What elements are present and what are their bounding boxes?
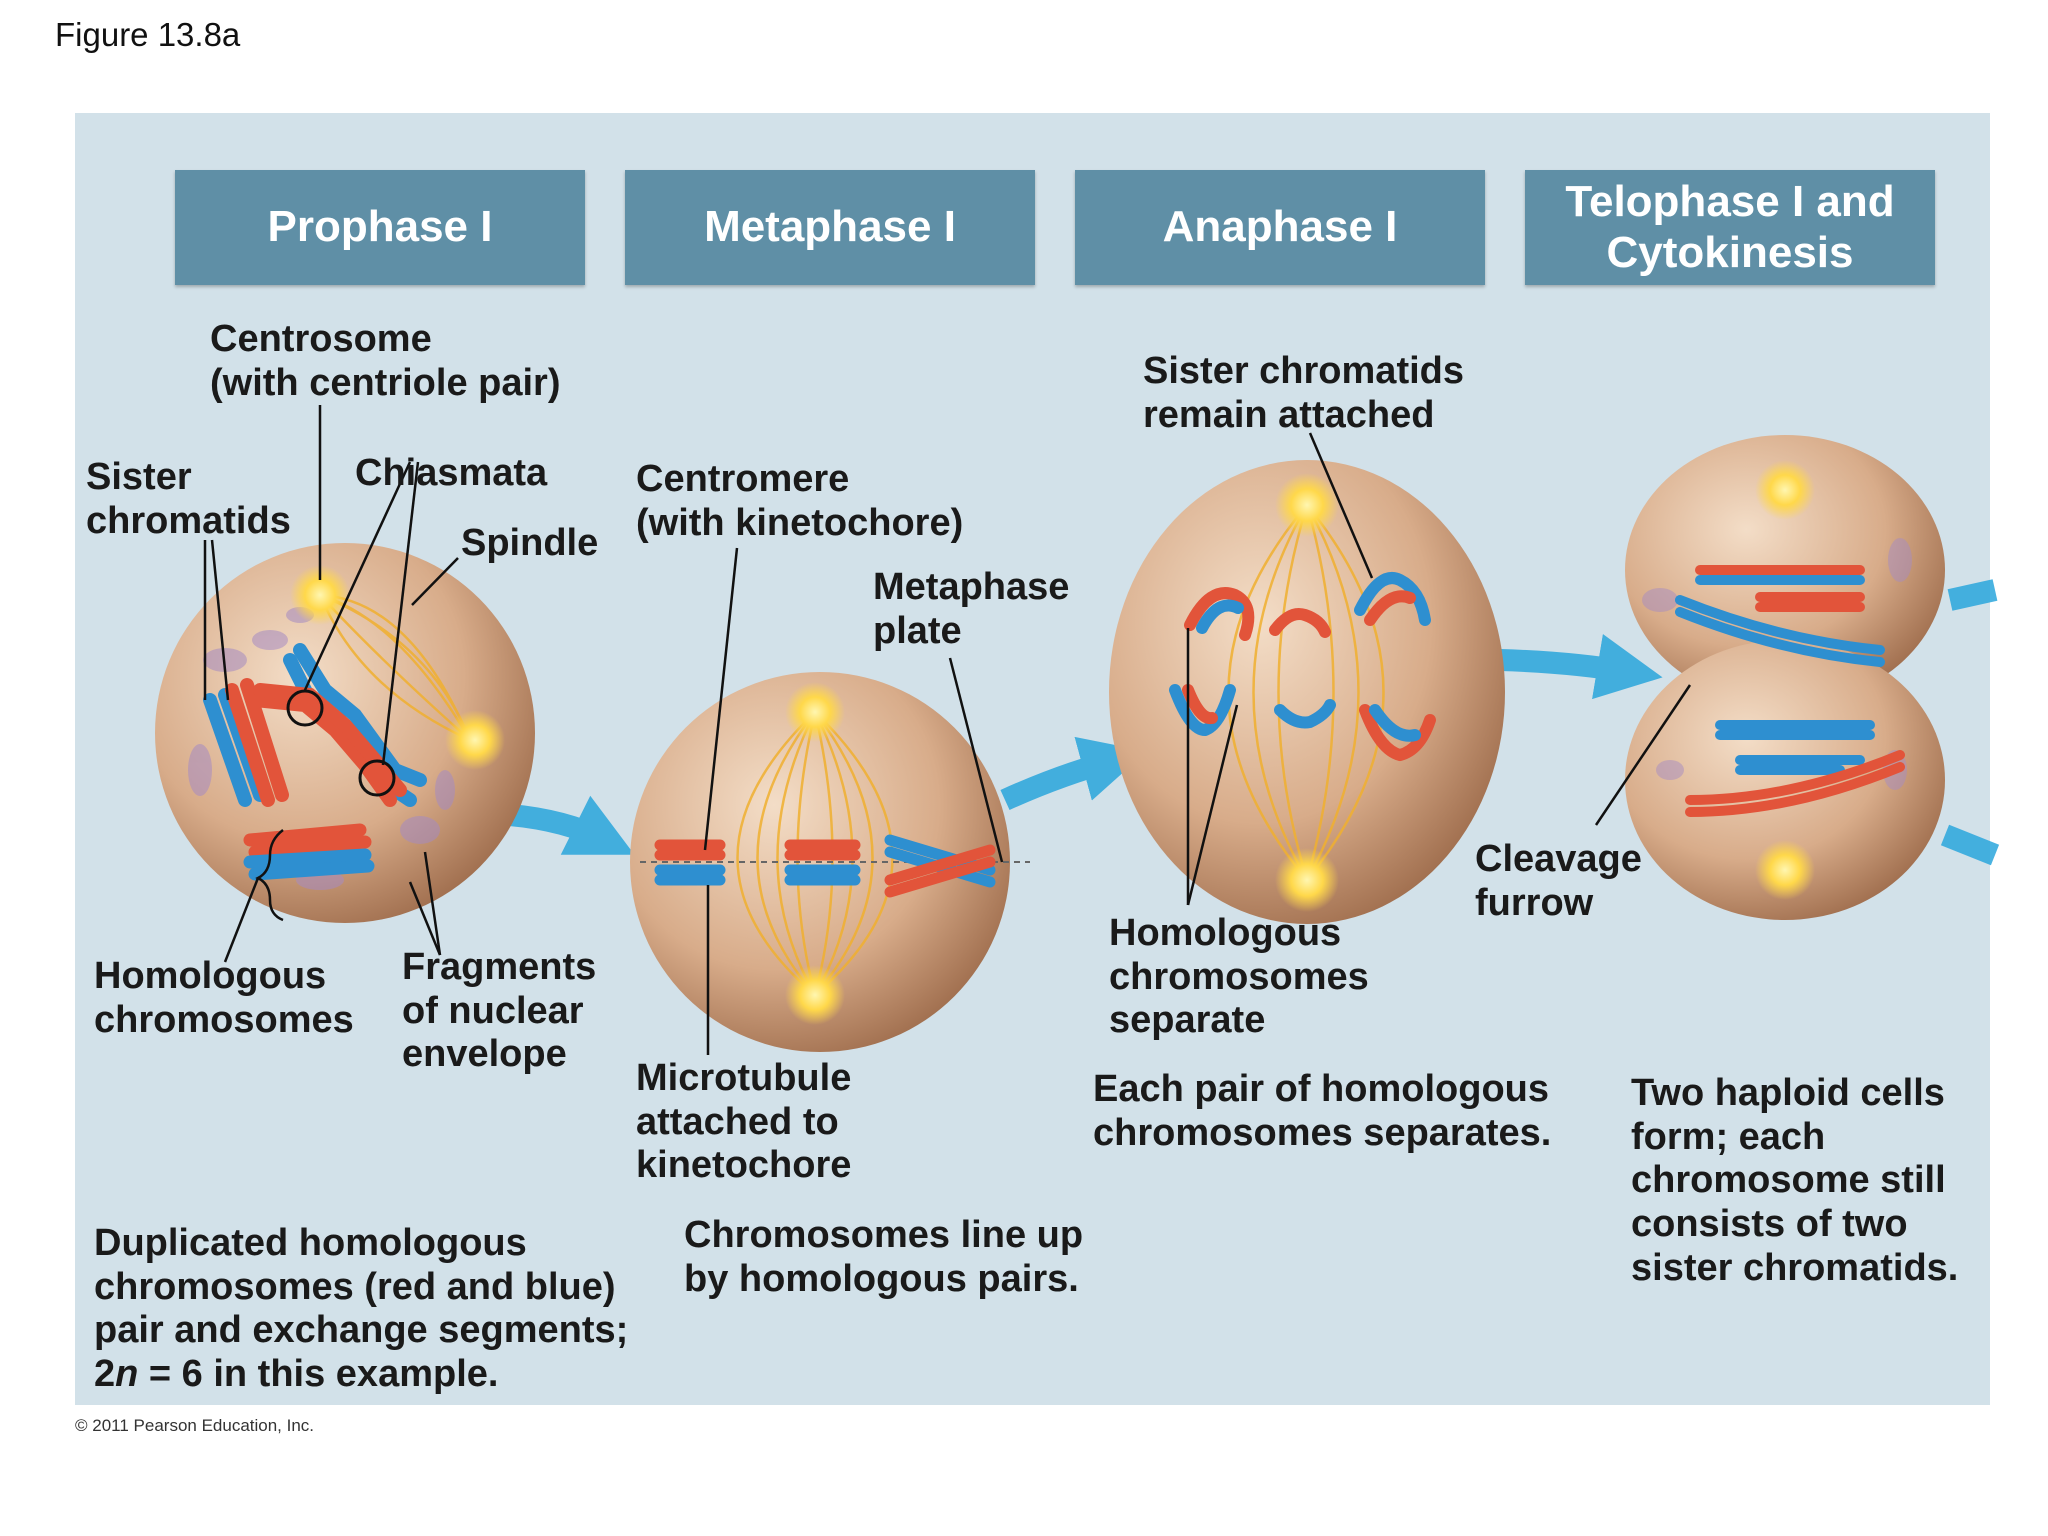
copyright: © 2011 Pearson Education, Inc.: [75, 1416, 315, 1435]
label-fragments-nuclear-envelope: Fragments of nuclear envelope: [402, 946, 597, 1076]
label-homologous-chromosomes: Homologous chromosomes: [94, 955, 354, 1041]
description-telophase: Two haploid cells form; each chromosome …: [1631, 1072, 1959, 1289]
header-metaphase-i: Metaphase I: [625, 170, 1035, 285]
figure-label: Figure 13.8a: [55, 16, 241, 53]
arrow-prophase-to-metaphase: [508, 795, 635, 855]
prophase-cell: [155, 543, 535, 923]
telophase-cells: [1625, 435, 1945, 920]
leader-lines: [203, 405, 1692, 1055]
description-anaphase: Each pair of homologous chromosomes sepa…: [1093, 1068, 1552, 1154]
metaphase-cell: [630, 672, 1030, 1052]
label-sister-chromatids-attached: Sister chromatids remain attached: [1143, 350, 1464, 436]
anaphase-cell: [1109, 460, 1505, 924]
label-spindle: Spindle: [461, 522, 599, 564]
arrow-exit-bottom: [1940, 824, 2000, 866]
arrow-anaphase-to-telophase: [1499, 634, 1663, 700]
label-cleavage-furrow: Cleavage furrow: [1475, 838, 1642, 924]
arrow-metaphase-to-anaphase: [1000, 736, 1147, 811]
description-prophase-main: Duplicated homologous chromosomes (red a…: [94, 1222, 629, 1352]
label-sister-chromatids: Sister chromatids: [86, 456, 291, 542]
description-prophase-n-var: n: [115, 1353, 139, 1396]
label-metaphase-plate: Metaphase plate: [873, 566, 1070, 652]
label-chiasmata: Chiasmata: [355, 452, 548, 494]
description-prophase: Duplicated homologous chromosomes (red a…: [94, 1222, 674, 1397]
label-centromere: Centromere (with kinetochore): [636, 458, 964, 544]
header-anaphase-i: Anaphase I: [1075, 170, 1485, 285]
label-microtubule: Microtubule attached to kinetochore: [636, 1057, 852, 1187]
label-homologous-separate: Homologous chromosomes separate: [1109, 912, 1369, 1042]
label-centrosome: Centrosome (with centriole pair): [210, 318, 561, 404]
header-telophase-i: Telophase I and Cytokinesis: [1525, 170, 1935, 285]
flow-arrows: [508, 579, 2000, 866]
description-prophase-n-suffix: = 6 in this example.: [138, 1353, 499, 1396]
description-metaphase: Chromosomes line up by homologous pairs.: [684, 1214, 1084, 1300]
header-prophase-i: Prophase I: [175, 170, 585, 285]
description-prophase-n-prefix: 2: [94, 1353, 116, 1396]
arrow-exit-top: [1947, 579, 1998, 611]
